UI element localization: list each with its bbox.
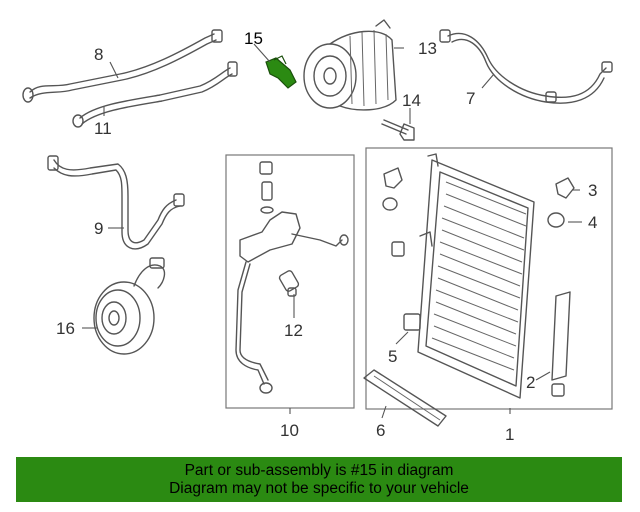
hose-9[interactable]: [47, 155, 185, 250]
callout-5: 5: [388, 347, 397, 366]
callout-10: 10: [280, 421, 299, 440]
small-parts-1[interactable]: [382, 167, 421, 331]
receiver-2[interactable]: [551, 291, 571, 397]
compressor-13[interactable]: [303, 19, 397, 111]
callout-1: 1: [505, 425, 514, 444]
callout-16: 16: [56, 319, 75, 338]
seal-6[interactable]: [363, 369, 447, 427]
group-10-parts[interactable]: [235, 161, 349, 394]
callout-11: 11: [94, 119, 112, 138]
callout-3: 3: [588, 181, 597, 200]
parts-diagram: 15 13 8 7 14 11 3 4 9 16 12 5 2 10 6 1: [22, 19, 613, 444]
hose-7[interactable]: [439, 29, 613, 104]
callout-7: 7: [466, 89, 475, 108]
callout-2: 2: [526, 373, 535, 392]
callout-12: 12: [284, 321, 303, 340]
bracket-3[interactable]: [555, 177, 575, 199]
callout-14: 14: [402, 91, 421, 110]
bolt-14[interactable]: [381, 119, 415, 141]
callout-4: 4: [588, 213, 597, 232]
callout-15: 15: [244, 29, 263, 48]
leader-lines: [82, 43, 582, 419]
callout-9: 9: [94, 219, 103, 238]
hose-8[interactable]: [22, 29, 223, 103]
magnetic-clutch-16[interactable]: [93, 257, 166, 355]
part-15-bracket[interactable]: [265, 55, 297, 89]
callout-13: 13: [418, 39, 437, 58]
hose-11[interactable]: [72, 61, 238, 128]
banner-line-2: Diagram may not be specific to your vehi…: [169, 479, 469, 497]
callout-8: 8: [94, 45, 103, 64]
callout-6: 6: [376, 421, 385, 440]
banner-line-1: Part or sub-assembly is #15 in diagram: [184, 461, 454, 479]
diagram-notice-banner: Part or sub-assembly is #15 in diagram D…: [16, 457, 622, 502]
cushion-4[interactable]: [547, 212, 565, 228]
condenser-1[interactable]: [417, 153, 535, 399]
group-box-1: [365, 147, 613, 410]
